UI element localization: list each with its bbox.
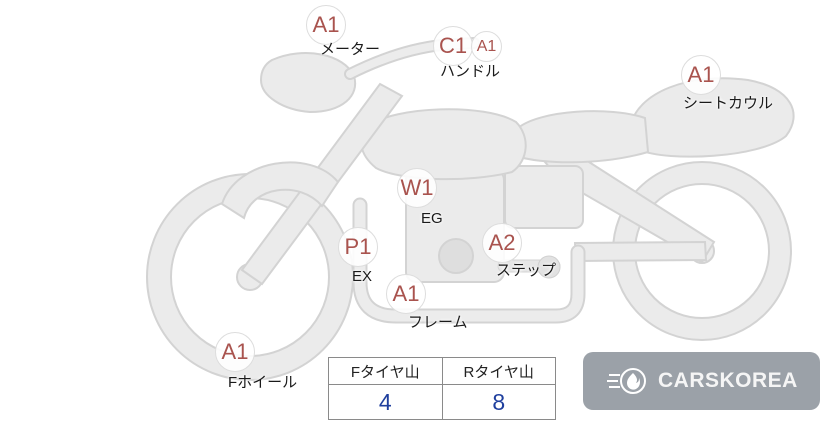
part-label-step: ステップ: [496, 262, 557, 279]
part-label-engine: EG: [421, 210, 443, 227]
part-label-frame: フレーム: [408, 314, 468, 331]
grade-badge-seat-cowl: A1: [681, 55, 721, 95]
tire-table-value-row: 4 8: [329, 384, 555, 419]
part-label-front-wheel: Fホイール: [228, 374, 298, 391]
grade-badge-meter: A1: [306, 5, 346, 45]
front-cowl: [259, 52, 357, 114]
part-label-meter: メーター: [320, 41, 381, 58]
grade-badge-handle: C1: [433, 26, 473, 66]
swing-arm: [573, 240, 708, 263]
foot-step: [497, 255, 561, 279]
part-label-handle: ハンドル: [440, 63, 501, 80]
front-tire-header: Fタイヤ山: [350, 363, 420, 381]
engine-case: [438, 238, 474, 274]
part-label-seat-cowl: シートカウル: [683, 95, 774, 112]
front-fender: [220, 161, 340, 220]
grade-badge-step: A2: [482, 223, 522, 263]
front-tire-value: 4: [329, 384, 442, 419]
seat: [514, 110, 650, 164]
frame-loop: [352, 197, 586, 324]
part-label-exhaust: EX: [352, 268, 373, 285]
flame-wheel-icon: [607, 365, 649, 397]
tire-table-header-row: Fタイヤ山 Rタイヤ山: [329, 358, 555, 384]
brand-name: CARSKOREA: [658, 369, 798, 392]
rear-tire-value: 8: [441, 384, 555, 419]
rear-tire-header: Rタイヤ山: [441, 358, 556, 384]
tire-table: Fタイヤ山 Rタイヤ山 4 8: [328, 357, 556, 420]
grade-badge-engine: W1: [397, 168, 437, 208]
fuel-tank: [360, 108, 527, 181]
side-panel: [504, 165, 584, 229]
grade-badge-handle-extra: A1: [471, 31, 502, 62]
grade-badge-frame: A1: [386, 274, 426, 314]
carskorea-watermark: CARSKOREA: [583, 352, 820, 410]
grade-badge-front-wheel: A1: [215, 332, 255, 372]
grade-badge-exhaust: P1: [338, 227, 378, 267]
